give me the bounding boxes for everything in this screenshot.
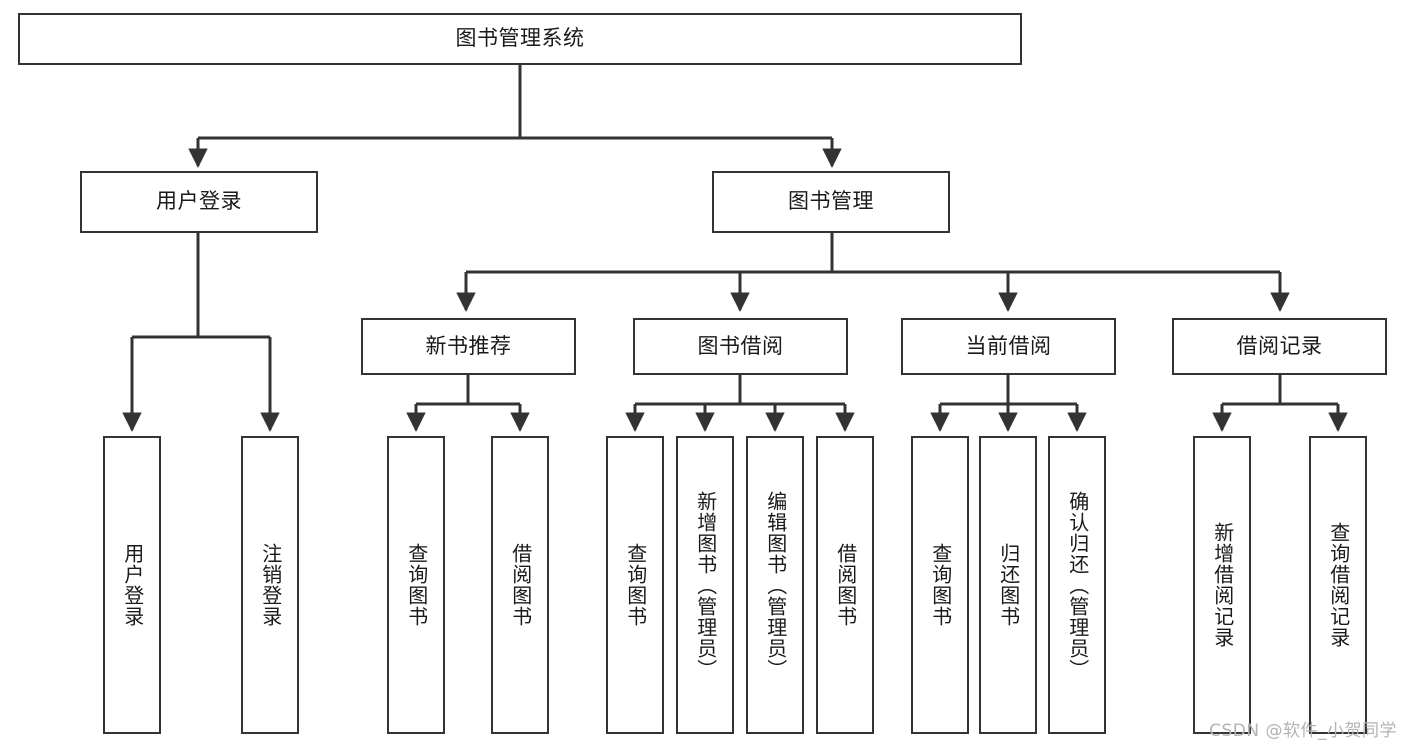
leaf-query-book-borrow[interactable]: 查询图书 xyxy=(606,436,664,734)
node-user-login[interactable]: 用户登录 xyxy=(80,171,318,233)
leaf-logout[interactable]: 注销登录 xyxy=(241,436,299,734)
leaf-query-book-newbook[interactable]: 查询图书 xyxy=(387,436,445,734)
leaf-return-book-label: 归还图书 xyxy=(996,543,1021,627)
leaf-logout-label: 注销登录 xyxy=(258,543,283,627)
leaf-query-borrow-record[interactable]: 查询借阅记录 xyxy=(1309,436,1367,734)
leaf-query-book-current[interactable]: 查询图书 xyxy=(911,436,969,734)
leaf-borrow-book[interactable]: 借阅图书 xyxy=(816,436,874,734)
leaf-confirm-return-admin-label: 确认归还（管理员） xyxy=(1065,490,1090,680)
leaf-confirm-return-admin[interactable]: 确认归还（管理员） xyxy=(1048,436,1106,734)
leaf-add-book-admin-label: 新增图书（管理员） xyxy=(693,490,718,680)
leaf-query-book-newbook-label: 查询图书 xyxy=(404,543,429,627)
node-book-management[interactable]: 图书管理 xyxy=(712,171,950,233)
node-book-borrow[interactable]: 图书借阅 xyxy=(633,318,848,375)
leaf-borrow-book-newbook[interactable]: 借阅图书 xyxy=(491,436,549,734)
node-root[interactable]: 图书管理系统 xyxy=(18,13,1022,65)
leaf-query-book-borrow-label: 查询图书 xyxy=(623,543,648,627)
leaf-borrow-book-label: 借阅图书 xyxy=(833,543,858,627)
leaf-edit-book-admin[interactable]: 编辑图书（管理员） xyxy=(746,436,804,734)
node-current-borrow[interactable]: 当前借阅 xyxy=(901,318,1116,375)
leaf-add-borrow-record[interactable]: 新增借阅记录 xyxy=(1193,436,1251,734)
leaf-add-book-admin[interactable]: 新增图书（管理员） xyxy=(676,436,734,734)
node-user-login-label: 用户登录 xyxy=(156,189,242,214)
leaf-query-borrow-record-label: 查询借阅记录 xyxy=(1326,522,1351,648)
node-book-borrow-label: 图书借阅 xyxy=(697,333,784,358)
node-root-label: 图书管理系统 xyxy=(455,26,585,51)
leaf-user-login[interactable]: 用户登录 xyxy=(103,436,161,734)
node-new-book-recommend-label: 新书推荐 xyxy=(425,333,512,358)
node-borrow-records-label: 借阅记录 xyxy=(1236,333,1323,358)
node-current-borrow-label: 当前借阅 xyxy=(965,333,1052,358)
leaf-return-book[interactable]: 归还图书 xyxy=(979,436,1037,734)
leaf-borrow-book-newbook-label: 借阅图书 xyxy=(508,543,533,627)
node-new-book-recommend[interactable]: 新书推荐 xyxy=(361,318,576,375)
leaf-query-book-current-label: 查询图书 xyxy=(928,543,953,627)
node-borrow-records[interactable]: 借阅记录 xyxy=(1172,318,1387,375)
node-book-management-label: 图书管理 xyxy=(788,189,874,214)
leaf-edit-book-admin-label: 编辑图书（管理员） xyxy=(763,490,788,680)
leaf-user-login-label: 用户登录 xyxy=(120,543,145,627)
leaf-add-borrow-record-label: 新增借阅记录 xyxy=(1210,522,1235,648)
